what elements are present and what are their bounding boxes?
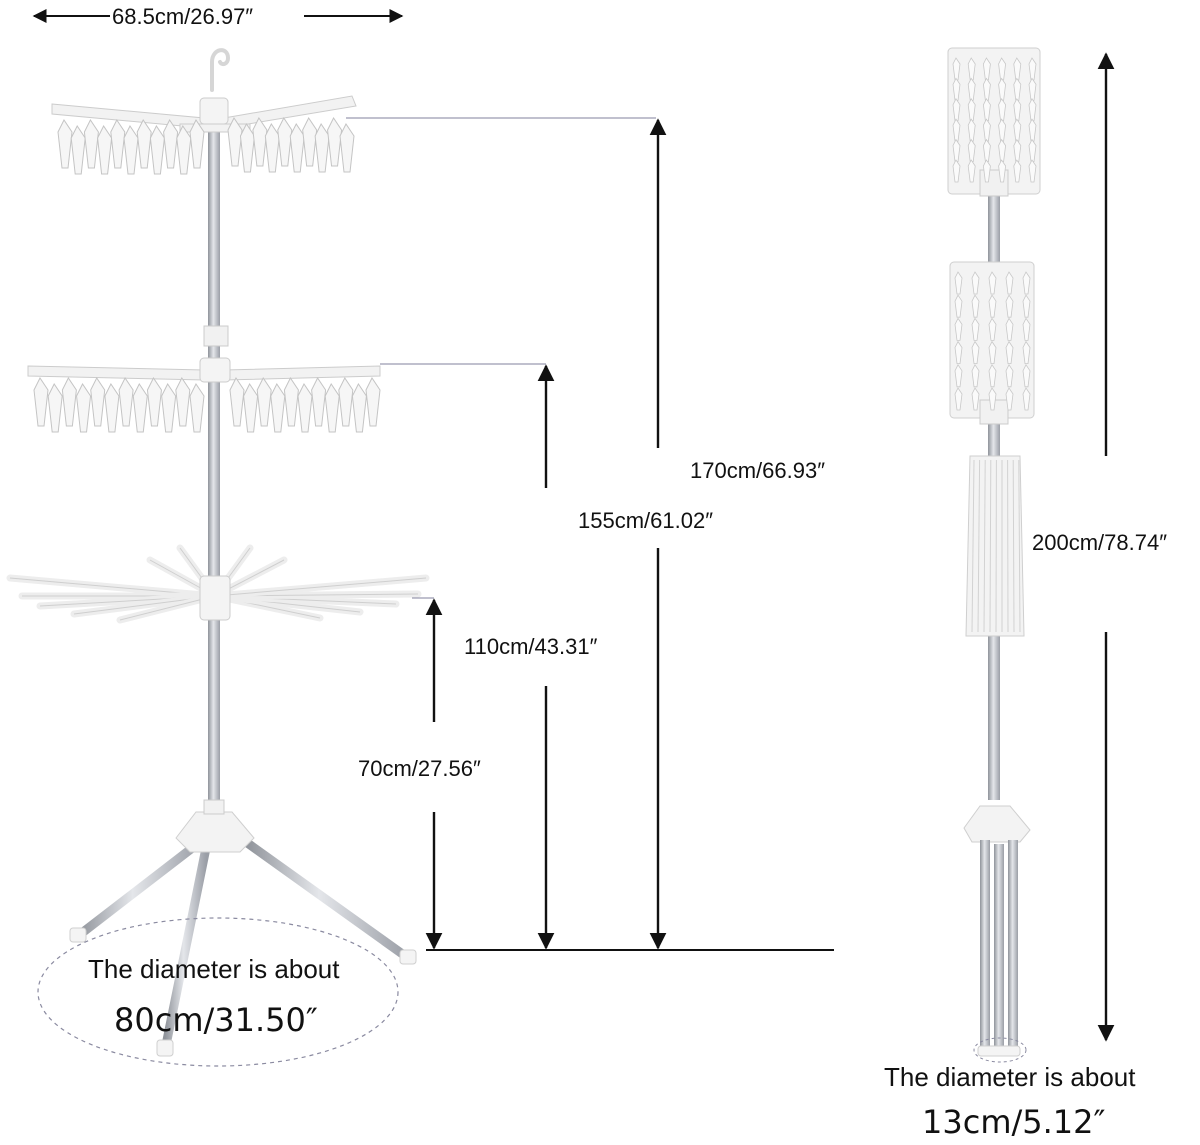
clothes-peg <box>34 378 48 426</box>
clothes-peg <box>147 378 161 426</box>
clothes-peg <box>315 124 329 172</box>
clothes-peg <box>105 384 119 432</box>
clothes-peg <box>84 120 98 168</box>
clothes-peg <box>177 126 191 174</box>
folded-legs <box>978 840 1020 1056</box>
open-rack-base-hub <box>176 812 254 852</box>
clothes-peg <box>328 118 342 166</box>
clothes-peg <box>290 124 304 172</box>
clothes-peg <box>303 118 317 166</box>
clothes-peg <box>48 384 62 432</box>
clothes-peg <box>284 378 298 426</box>
clothes-peg <box>339 378 353 426</box>
folded-diameter-value: 13cm/5.12″ <box>922 1106 1105 1138</box>
height-label-170: 170cm/66.93″ <box>690 460 825 482</box>
height-label-70: 70cm/27.56″ <box>358 758 481 780</box>
clothes-peg <box>340 124 354 172</box>
height-label-200: 200cm/78.74″ <box>1032 532 1167 554</box>
clothes-peg <box>253 118 267 166</box>
clothes-peg <box>257 378 271 426</box>
clothes-peg <box>111 120 125 168</box>
clothes-peg <box>190 384 204 432</box>
clothes-peg <box>119 378 133 426</box>
clothes-pegs <box>58 120 204 174</box>
height-label-110: 110cm/43.31″ <box>464 636 597 658</box>
folded-middle-bundle <box>950 262 1034 424</box>
folded-rack <box>948 48 1040 1062</box>
clothes-pegs <box>34 378 204 432</box>
clothes-peg <box>278 118 292 166</box>
clothes-peg <box>325 384 339 432</box>
folded-diameter-text: The diameter is about <box>884 1064 1135 1090</box>
clothes-peg <box>164 120 178 168</box>
clothes-peg <box>312 378 326 426</box>
clothes-peg <box>98 126 112 174</box>
clothes-peg <box>352 384 366 432</box>
clothes-peg <box>240 124 254 172</box>
open-rack-pole <box>208 118 220 818</box>
open-diameter-text: The diameter is about <box>88 956 339 982</box>
clothes-pegs <box>230 378 380 432</box>
folded-top-bundle <box>948 48 1040 196</box>
clothes-peg <box>124 126 138 174</box>
clothes-peg <box>77 384 91 432</box>
clothes-peg <box>366 378 380 426</box>
open-rack-top-tier <box>52 96 356 174</box>
clothes-peg <box>133 384 147 432</box>
clothes-peg <box>162 384 176 432</box>
clothes-peg <box>137 120 151 168</box>
clothes-peg <box>271 384 285 432</box>
clothes-pegs <box>228 118 354 172</box>
clothes-peg <box>265 124 279 172</box>
clothes-peg <box>58 120 72 168</box>
clothes-peg <box>150 126 164 174</box>
folded-arms-bundle <box>966 456 1024 636</box>
folded-base-hub <box>964 806 1030 842</box>
open-diameter-ellipse <box>38 918 398 1066</box>
open-diameter-value: 80cm/31.50″ <box>114 1004 318 1036</box>
clothes-peg <box>176 378 190 426</box>
clothes-peg <box>62 378 76 426</box>
open-rack-middle-tier <box>28 326 380 432</box>
clothes-peg <box>91 378 105 426</box>
open-rack <box>10 50 426 1066</box>
clothes-peg <box>230 378 244 426</box>
height-label-155: 155cm/61.02″ <box>578 510 713 532</box>
open-rack-hook <box>212 50 228 90</box>
clothes-peg <box>71 126 85 174</box>
top-width-label: 68.5cm/26.97″ <box>112 6 253 28</box>
clothes-peg <box>298 384 312 432</box>
clothes-peg <box>244 384 258 432</box>
